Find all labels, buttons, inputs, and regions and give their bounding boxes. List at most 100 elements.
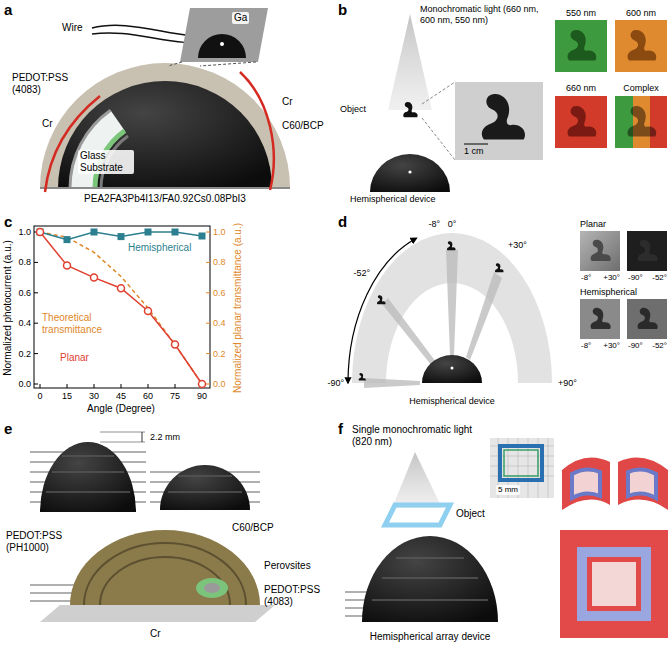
tick-label: 0.2 [18,348,31,359]
angle-label: +30° [603,273,620,283]
image-tiles [628,106,657,136]
tick-label: 90 [197,391,207,402]
angle-label: +30° [603,341,620,351]
device-cutaway [180,8,268,62]
part-label: Wire [60,22,85,34]
array-device [100,432,145,442]
array-imaging [618,458,668,511]
array-imaging [385,505,450,525]
tick-label: 75 [170,391,180,402]
tick-label: 0.2 [213,348,226,359]
part-label: Glass Substrate [78,150,134,174]
array-device [84,543,246,605]
array-imaging [372,558,488,600]
rotation-setup [451,367,454,370]
angle-label: -8° [581,341,591,351]
image-tiles [615,20,667,72]
array-device [160,465,250,510]
image-tiles [580,231,620,271]
chart [145,308,152,315]
chart [64,262,71,269]
part-label: C60/BCP [280,120,326,132]
dimension-label: 5 mm [496,485,520,495]
image-caption: Hemispherical [580,287,637,298]
chart [37,229,44,236]
angle-label: -90° [628,273,643,283]
panel-letter: d [338,213,347,231]
rotation-setup [466,272,502,360]
angle-label: -52° [652,341,667,351]
part-label: Hemispherical device [409,396,495,407]
chart [199,233,206,240]
rotation-setup [377,295,386,304]
chart [37,229,44,236]
chart [145,229,152,236]
chart [199,381,206,388]
tick-label: 0.4 [213,318,226,329]
panel-letter: e [4,420,12,438]
array-imaging [490,438,554,498]
array-imaging [490,438,554,498]
part-label: Cr [150,628,161,640]
light-setup [464,144,488,145]
chart [34,226,210,388]
tick-label: 1.0 [18,227,31,238]
array-imaging [582,552,646,616]
angle-label: -90° [327,378,344,389]
device-cutaway [240,72,274,190]
part-label: PEDOT:PSS (4083) [264,584,328,608]
array-device [196,578,228,598]
panel-letter: b [338,1,347,19]
part-label: Monochromatic light (660 nm, 600 nm, 550… [420,4,555,26]
rotation-setup [348,238,416,383]
chart [37,229,206,244]
image-tiles [568,106,597,136]
light-setup [403,102,417,117]
angle-label: 0° [448,219,457,230]
device-cutaway [40,8,290,192]
image-tiles [580,231,667,339]
tick-label: 0.4 [18,318,31,329]
image-tiles [580,299,620,339]
chart [118,285,125,292]
array-device [40,605,275,622]
chart [172,229,179,236]
axis-title: Angle (Degree) [87,403,155,415]
chart [40,384,202,388]
tick-label: 45 [116,391,126,402]
image-tiles [568,30,597,60]
image-caption: 660 nm [566,83,596,94]
array-device [142,432,143,442]
array-imaging [572,469,600,498]
tick-label: 0.6 [213,287,226,298]
device-cutaway [220,42,224,46]
angle-label: -52° [652,273,667,283]
chart [34,232,38,384]
part-label: PEDOT:PSS (4083) [10,72,76,96]
chart [118,233,125,240]
tick-label: 0.6 [18,287,31,298]
array-imaging [628,469,656,498]
part-label: Single monochromatic light (820 nm) [352,424,487,448]
image-tiles [627,299,667,339]
series-label: Hemispherical [128,242,191,254]
light-setup [455,82,543,160]
axis-title: Normalized planar transmittance (a.u.) [232,223,244,393]
axis-title: Normalized photocurrent (a.u.) [2,240,14,376]
rotation-setup [382,298,436,366]
rotation-setup [348,233,552,388]
rotation-setup [422,355,482,383]
panel-letter: f [338,420,343,438]
array-device [70,530,260,605]
image-tiles [628,30,657,60]
chart [172,341,179,348]
part-label: Hemispherical device [350,194,436,205]
array-imaging [592,562,636,606]
chart [206,232,210,384]
image-tiles [555,20,667,148]
part-label: Perovsites [264,560,311,572]
device-cutaway [58,81,272,188]
array-imaging [560,530,668,638]
chart [34,226,210,388]
